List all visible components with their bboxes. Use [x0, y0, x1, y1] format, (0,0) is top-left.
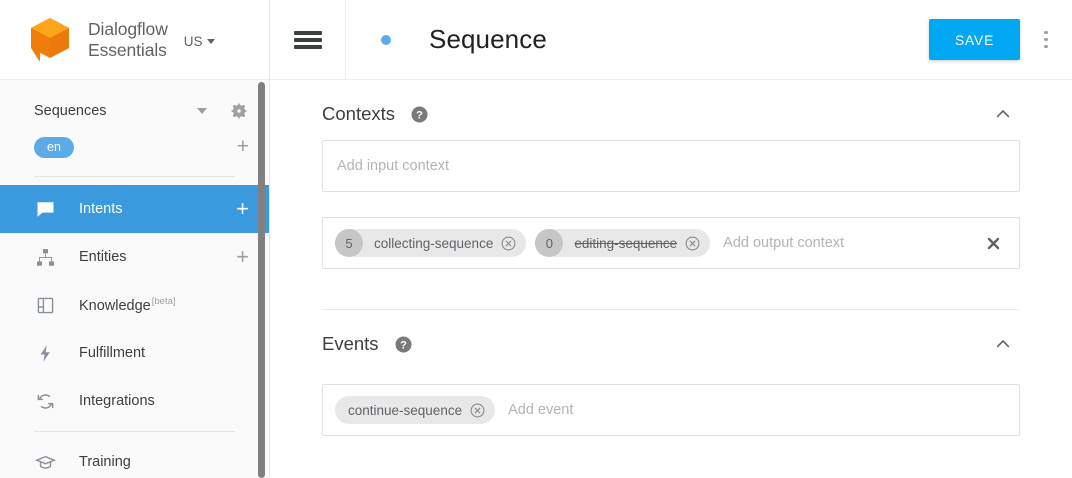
output-context-chip[interactable]: 5 collecting-sequence	[335, 229, 527, 257]
input-context-placeholder: Add input context	[337, 158, 450, 174]
brand-name-line1: Dialogflow	[88, 18, 168, 39]
sidebar-item-label: Knowledge[beta]	[79, 296, 249, 314]
section-title: Events	[322, 333, 379, 354]
chip-lifespan-count: 0	[535, 229, 564, 257]
language-row: en +	[0, 130, 269, 164]
lightning-bolt-icon	[34, 342, 56, 364]
close-x-icon[interactable]	[986, 236, 1001, 251]
add-entity-button[interactable]: +	[236, 244, 249, 269]
remove-circle-icon[interactable]	[685, 236, 700, 251]
sync-arrows-icon	[34, 390, 56, 412]
chat-bubble-icon	[34, 198, 56, 220]
sidebar-item-label: Entities	[79, 249, 127, 265]
brand-header[interactable]: Dialogflow Essentials US	[0, 0, 269, 80]
help-circle-icon[interactable]: ?	[411, 106, 428, 123]
event-chip[interactable]: continue-sequence	[335, 396, 496, 424]
contexts-header: Contexts ?	[322, 80, 1020, 140]
dialogflow-cube-logo	[26, 15, 74, 65]
remove-circle-icon[interactable]	[470, 403, 485, 418]
input-context-field[interactable]: Add input context	[322, 140, 1020, 192]
graduation-cap-icon	[34, 451, 56, 473]
caret-down-icon	[206, 39, 215, 44]
sidebar-nav: Intents + Entities +	[0, 185, 269, 478]
content-area: Contexts ? Add input	[270, 80, 1072, 436]
svg-text:?: ?	[416, 109, 423, 121]
events-header: Events ?	[322, 310, 1020, 370]
sidebar-scrollbar[interactable]	[258, 82, 265, 478]
caret-down-icon[interactable]	[197, 108, 207, 114]
help-circle-icon[interactable]: ?	[395, 336, 412, 353]
chip-lifespan-count: 5	[335, 229, 363, 257]
beta-badge: [beta]	[151, 296, 176, 308]
svg-text:?: ?	[400, 339, 407, 351]
events-field[interactable]: continue-sequence Add event	[322, 384, 1020, 436]
event-placeholder: Add event	[508, 402, 574, 418]
hierarchy-icon	[34, 246, 56, 268]
sidebar-item-integrations[interactable]: Integrations	[0, 377, 269, 425]
page-title: Sequence	[429, 24, 547, 54]
topbar: Sequence SAVE	[270, 0, 1072, 80]
sidebar-item-label: Integrations	[79, 393, 155, 409]
book-icon	[34, 294, 56, 316]
hamburger-menu-icon[interactable]	[270, 0, 346, 80]
sidebar-item-label: Training	[79, 454, 131, 470]
sidebar: Dialogflow Essentials US Sequences en	[0, 0, 270, 478]
sidebar-item-label: Intents	[79, 201, 123, 217]
chevron-up-icon[interactable]	[994, 335, 1012, 353]
gear-icon[interactable]	[229, 101, 249, 121]
divider	[34, 176, 235, 177]
agent-selector[interactable]: Sequences	[0, 92, 269, 130]
output-context-chip[interactable]: 0 editing-sequence	[535, 229, 711, 257]
save-button[interactable]: SAVE	[928, 19, 1020, 60]
sidebar-item-fulfillment[interactable]: Fulfillment	[0, 329, 269, 377]
main-panel: Sequence SAVE Contexts ?	[270, 0, 1072, 478]
language-chip-en[interactable]: en	[34, 136, 74, 158]
remove-circle-icon[interactable]	[501, 236, 516, 251]
knowledge-label-text: Knowledge	[79, 297, 151, 314]
chip-label: continue-sequence	[348, 402, 463, 418]
output-context-placeholder: Add output context	[723, 235, 845, 251]
divider	[34, 431, 235, 432]
kebab-menu-icon[interactable]	[1020, 0, 1072, 80]
chip-label: editing-sequence	[574, 235, 678, 251]
plus-icon[interactable]: +	[236, 135, 249, 158]
section-title: Contexts	[322, 103, 396, 124]
add-intent-button[interactable]: +	[236, 196, 249, 221]
chevron-up-icon[interactable]	[994, 105, 1012, 123]
region-label: US	[183, 34, 203, 49]
brand-name-line2: Essentials	[88, 39, 167, 60]
sidebar-item-training[interactable]: Training	[0, 438, 269, 478]
chip-label: collecting-sequence	[374, 235, 494, 251]
sidebar-item-intents[interactable]: Intents +	[0, 185, 269, 233]
sidebar-item-knowledge[interactable]: Knowledge[beta]	[0, 281, 269, 329]
status-dot	[381, 34, 391, 45]
sidebar-item-label: Fulfillment	[79, 345, 146, 361]
output-context-field[interactable]: 5 collecting-sequence 0 editing-sequence	[322, 217, 1020, 269]
region-selector[interactable]: US	[184, 30, 215, 49]
events-section: Events ?	[322, 310, 1020, 436]
agent-name: Sequences	[34, 103, 107, 119]
title-area: Sequence	[346, 24, 929, 55]
contexts-section: Contexts ? Add input	[322, 80, 1020, 310]
divider	[322, 309, 1020, 310]
sidebar-item-entities[interactable]: Entities +	[0, 233, 269, 281]
brand-name: Dialogflow Essentials	[88, 19, 168, 61]
